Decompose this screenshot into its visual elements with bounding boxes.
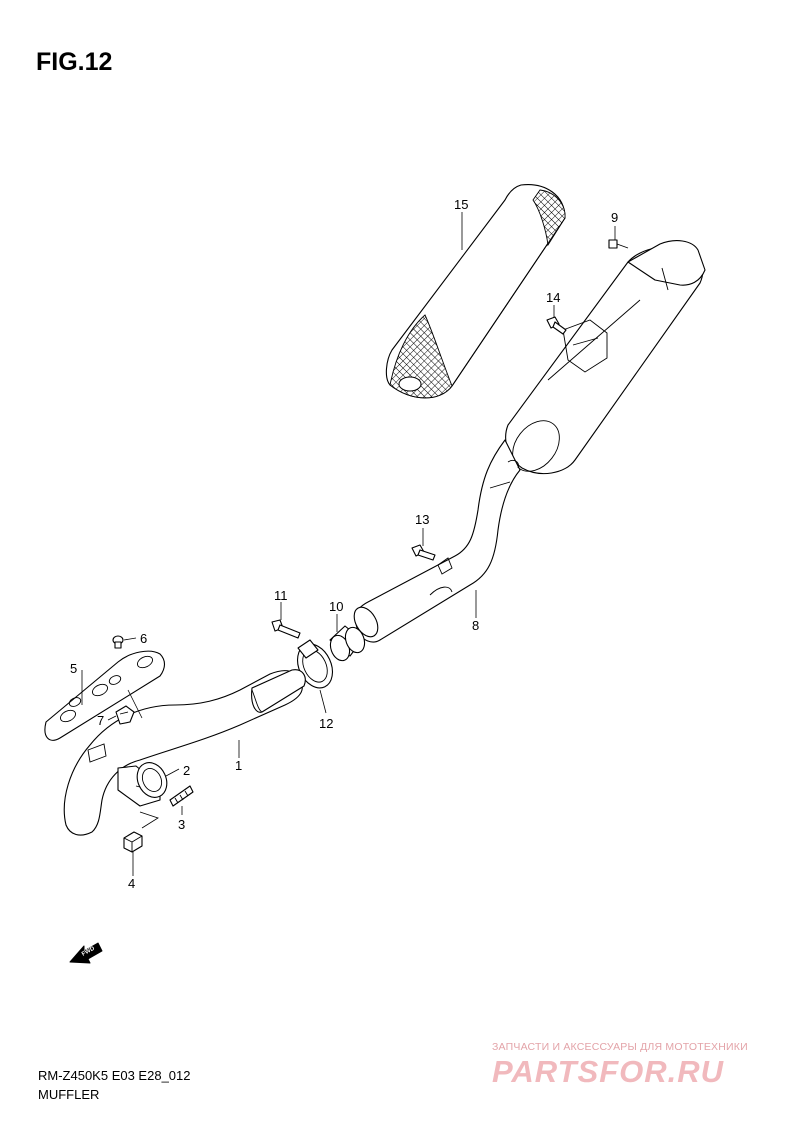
leader-lines (81, 212, 616, 876)
callout-10: 10 (329, 599, 343, 614)
part-9-bolt (608, 239, 629, 249)
callout-9: 9 (611, 210, 618, 225)
callout-2: 2 (183, 763, 190, 778)
part-4-nut (123, 831, 143, 853)
part-8-muffler-body (353, 240, 706, 643)
callout-1: 1 (235, 758, 242, 773)
part-15-muffler-guard (385, 184, 566, 399)
part-14-bolt (546, 316, 567, 335)
callout-4: 4 (128, 876, 135, 891)
watermark-tagline: ЗАПЧАСТИ И АКСЕССУАРЫ ДЛЯ МОТОТЕХНИКИ (492, 1041, 748, 1053)
callout-3: 3 (178, 817, 185, 832)
part-6-bolt (112, 635, 124, 649)
figure-title: FIG.12 (36, 48, 113, 76)
callout-12: 12 (319, 716, 333, 731)
watermark-brand: PARTSFOR.RU (492, 1054, 725, 1089)
callout-6: 6 (140, 631, 147, 646)
section-name: MUFFLER (38, 1087, 100, 1102)
callout-7: 7 (97, 713, 104, 728)
part-7-clip-nut (115, 705, 135, 725)
part-13-bolt (411, 544, 436, 561)
model-code: RM-Z450K5 E03 E28_012 (38, 1068, 191, 1083)
part-2-gasket (136, 762, 168, 798)
callout-numbers: 15 9 14 13 8 10 11 12 6 5 7 1 2 3 4 (70, 197, 618, 891)
callout-11: 11 (274, 588, 288, 603)
callout-5: 5 (70, 661, 77, 676)
part-11-bolt (271, 619, 301, 639)
callout-13: 13 (415, 512, 429, 527)
callout-8: 8 (472, 618, 479, 633)
callout-14: 14 (546, 290, 560, 305)
part-3-stud-bolt (169, 785, 194, 807)
part-10-connector-pipe (329, 625, 366, 662)
forward-direction-arrow: FWD (69, 942, 103, 964)
part-5-heat-protector (44, 650, 166, 741)
callout-15: 15 (454, 197, 468, 212)
